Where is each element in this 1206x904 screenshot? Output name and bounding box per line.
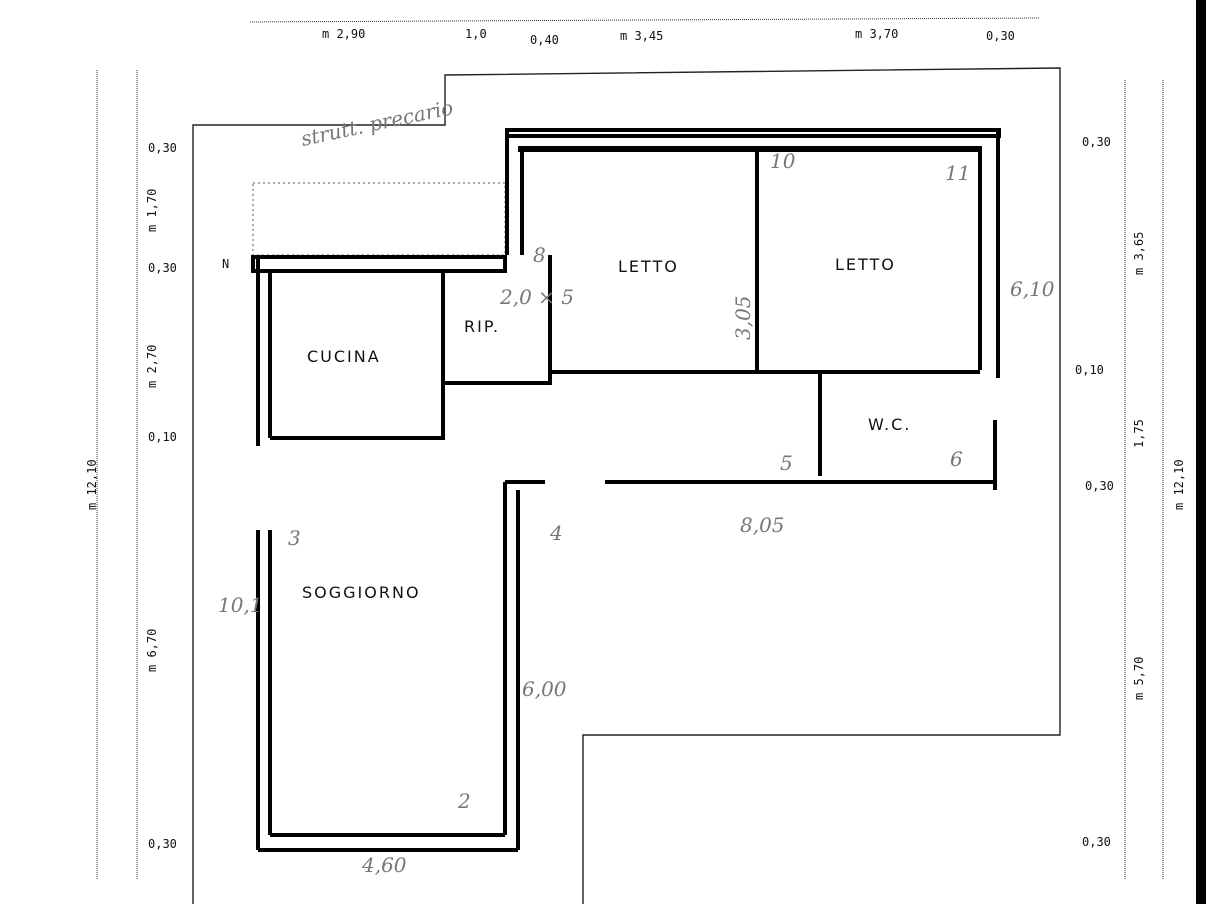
room-label-bedroom-2: LETTO xyxy=(835,255,896,274)
dim-left-5: m 6,70 xyxy=(145,629,159,672)
dim-right-5: m 5,70 xyxy=(1132,657,1146,700)
hand-soggiorno-left: 10,1 xyxy=(218,593,263,617)
hand-right-wall: 6,10 xyxy=(1010,277,1055,301)
dim-right-1: m 3,65 xyxy=(1132,232,1146,275)
walls xyxy=(251,128,1001,852)
lot-boundary xyxy=(192,67,1061,904)
hand-number-11: 11 xyxy=(945,161,970,185)
dim-right-total: m 12,10 xyxy=(1172,459,1186,510)
dim-left-total: m 12,10 xyxy=(85,459,99,510)
hand-number-3: 3 xyxy=(288,526,301,550)
room-label-kitchen: CUCINA xyxy=(307,347,381,366)
hand-number-4: 4 xyxy=(549,521,563,545)
dim-left-4: 0,10 xyxy=(148,430,177,444)
hand-width-total: 8,05 xyxy=(740,513,785,537)
handwritten-note: strutt. precario xyxy=(299,95,455,151)
room-label-storage: RIP. xyxy=(464,317,500,336)
dim-left-6: 0,30 xyxy=(148,837,177,851)
hand-soggiorno-bottom: 4,60 xyxy=(361,853,407,877)
scan-border xyxy=(1196,0,1206,904)
dim-right-0: 0,30 xyxy=(1082,135,1111,149)
hand-rip-dims: 2,0 × 5 xyxy=(499,285,574,309)
dim-left-1: m 1,70 xyxy=(145,189,159,232)
north-marker: N xyxy=(222,257,229,271)
terrace-area xyxy=(252,182,506,256)
dim-top-6: m 3,45 xyxy=(620,29,663,43)
dim-top-8: m 3,70 xyxy=(855,27,898,41)
dim-right-6: 0,30 xyxy=(1082,835,1111,849)
hand-number-8: 8 xyxy=(533,243,546,267)
room-label-bathroom: W.C. xyxy=(868,415,911,434)
dim-right-2: 0,10 xyxy=(1075,363,1104,377)
dim-left-2: 0,30 xyxy=(148,261,177,275)
dim-top-9: 0,30 xyxy=(986,29,1015,43)
hand-soggiorno-right: 6,00 xyxy=(522,677,567,701)
hand-number-5: 5 xyxy=(780,451,793,475)
dim-top-2: 1,0 xyxy=(465,27,487,41)
dim-top-4: 0,40 xyxy=(530,33,559,47)
hand-letto-dim: 3,05 xyxy=(731,295,755,340)
hand-number-10: 10 xyxy=(770,149,796,173)
dim-top-1: m 2,90 xyxy=(322,27,365,41)
dim-left-0: 0,30 xyxy=(148,141,177,155)
dim-right-4: 0,30 xyxy=(1085,479,1114,493)
dim-right-3: 1,75 xyxy=(1132,419,1146,448)
top-dimension-line xyxy=(249,17,1041,23)
hand-number-6: 6 xyxy=(950,447,963,471)
hand-number-2: 2 xyxy=(457,789,471,813)
room-label-living: SOGGIORNO xyxy=(302,583,421,602)
dim-left-3: m 2,70 xyxy=(145,345,159,388)
room-label-bedroom-1: LETTO xyxy=(618,257,679,276)
